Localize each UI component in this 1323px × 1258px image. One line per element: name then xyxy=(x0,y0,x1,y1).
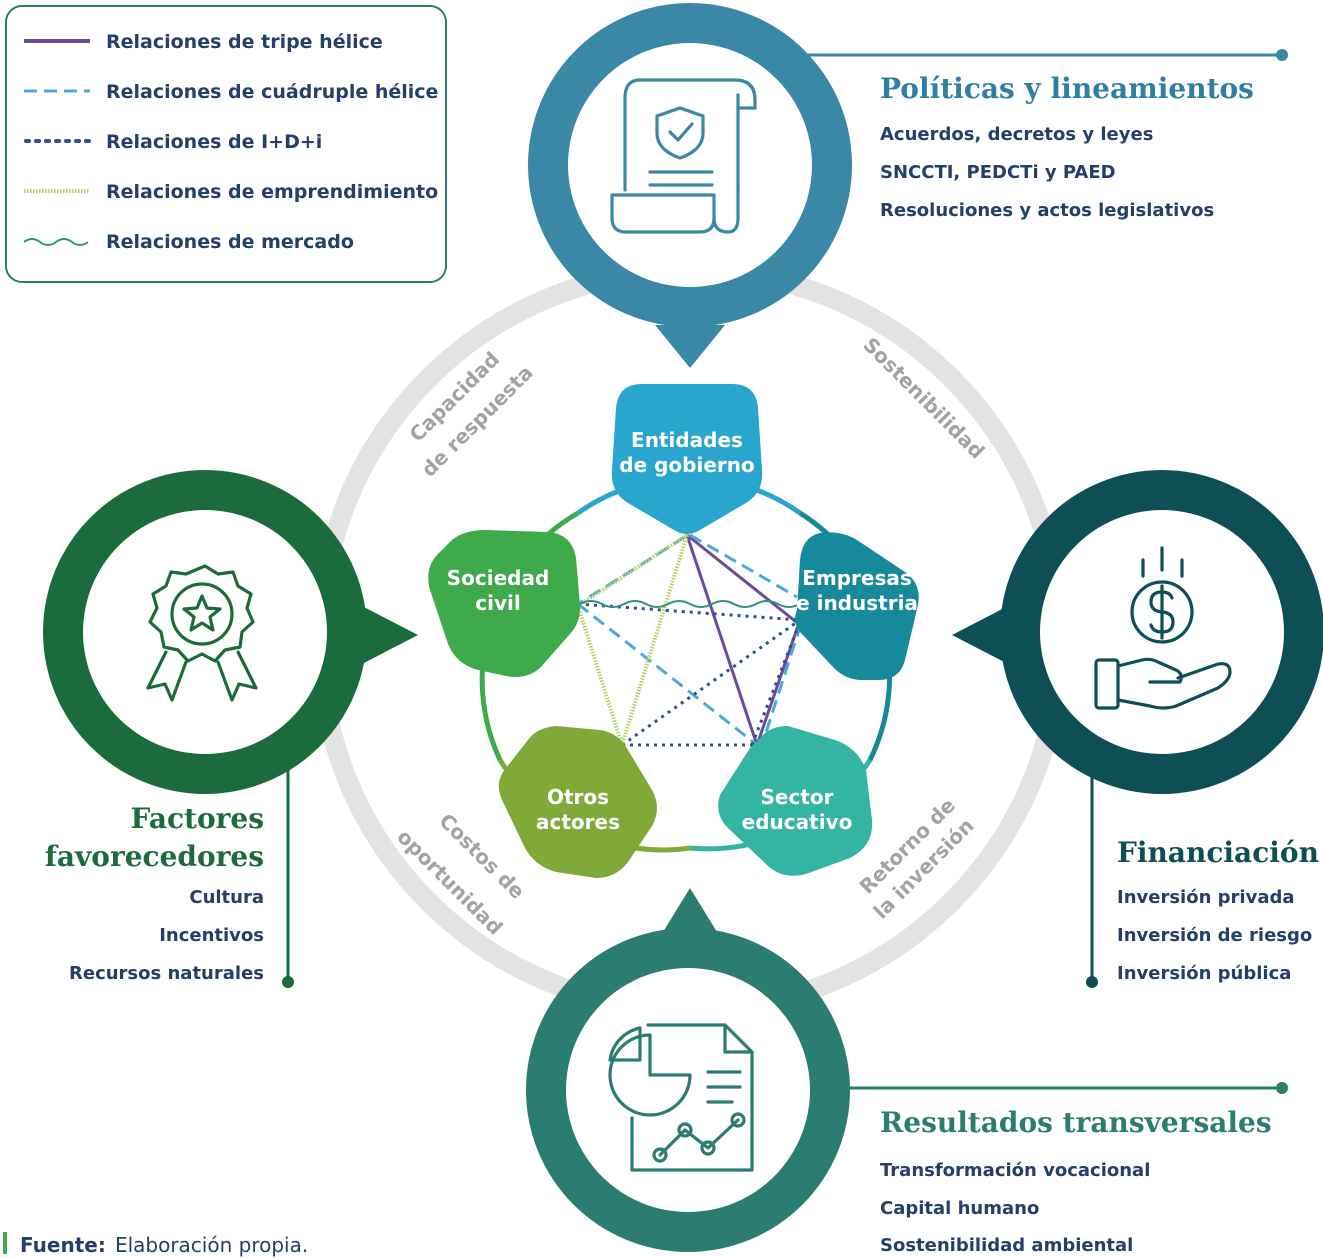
svg-text:Relaciones de mercado: Relaciones de mercado xyxy=(106,231,354,253)
svg-text:Cultura: Cultura xyxy=(189,887,264,908)
svg-text:Relaciones de cuádruple hélice: Relaciones de cuádruple hélice xyxy=(106,81,438,103)
svg-text:Sostenibilidad ambiental: Sostenibilidad ambiental xyxy=(880,1235,1133,1256)
svg-text:Relaciones de tripe hélice: Relaciones de tripe hélice xyxy=(106,31,383,53)
legend-item-idi: Relaciones de I+D+i xyxy=(24,131,322,153)
svg-text:Relaciones de I+D+i: Relaciones de I+D+i xyxy=(106,131,322,153)
svg-text:Inversión de riesgo: Inversión de riesgo xyxy=(1117,925,1312,946)
relation-triple-empresas-educativo xyxy=(755,619,802,746)
bubble-financiacion xyxy=(952,470,1323,988)
relation-lines xyxy=(576,533,809,747)
svg-text:Recursos naturales: Recursos naturales xyxy=(69,963,264,984)
bubble-resultados xyxy=(526,888,1288,1252)
relation-quad-gobierno-empresas xyxy=(689,533,798,599)
node-educativo: Sector educativo xyxy=(718,726,873,876)
svg-text:Inversión privada: Inversión privada xyxy=(1117,887,1295,908)
svg-text:Entidades: Entidades xyxy=(631,428,743,452)
svg-text:Empresas: Empresas xyxy=(802,566,912,590)
relation-empr-sociedad-otros xyxy=(576,605,624,746)
relation-empr-gobierno-otros xyxy=(620,534,689,746)
bubble-politicas xyxy=(528,3,1288,368)
relation-empr-gobierno-sociedad xyxy=(576,533,689,608)
legend: Relaciones de tripe hélice Relaciones de… xyxy=(5,5,447,283)
bubble-factores xyxy=(43,470,418,988)
hand-coin-icon xyxy=(1094,546,1232,710)
relation-mercado-sociedad-empresas xyxy=(579,600,801,608)
svg-text:Acuerdos, decretos y leyes: Acuerdos, decretos y leyes xyxy=(880,124,1153,145)
relation-idi-sociedad-empresas xyxy=(577,602,801,622)
svg-text:favorecedores: favorecedores xyxy=(45,840,264,873)
document-shield-icon xyxy=(610,78,757,234)
svg-text:Inversión pública: Inversión pública xyxy=(1117,963,1291,984)
svg-text:Relaciones de emprendimiento: Relaciones de emprendimiento xyxy=(106,181,438,203)
legend-item-emprendimiento: Relaciones de emprendimiento xyxy=(24,181,438,203)
relation-idi-educativo-empresas xyxy=(750,621,802,746)
svg-text:Resoluciones y actos legislati: Resoluciones y actos legislativos xyxy=(880,200,1214,221)
svg-text:Transformación vocacional: Transformación vocacional xyxy=(880,1160,1150,1181)
relation-idi-otros-empresas xyxy=(621,618,801,747)
ring-label-capacidad: Capacidad de respuesta xyxy=(405,347,538,482)
factores-title: Factores xyxy=(131,802,264,835)
svg-text:e industria: e industria xyxy=(796,591,918,615)
legend-item-triple: Relaciones de tripe hélice xyxy=(24,31,383,53)
relation-quad-sociedad-educativo xyxy=(577,602,758,747)
legend-item-cuadruple: Relaciones de cuádruple hélice xyxy=(24,81,438,103)
politicas-title: Políticas y lineamientos xyxy=(880,72,1254,105)
svg-text:civil: civil xyxy=(475,591,520,615)
relation-triple-gobierno-educativo xyxy=(685,534,759,746)
node-empresas: Empresas e industria xyxy=(795,532,919,680)
svg-text:SNCCTI, PEDCTi y PAED: SNCCTI, PEDCTi y PAED xyxy=(880,162,1116,183)
svg-text:de gobierno: de gobierno xyxy=(619,453,754,477)
source-text: Fuente: Elaboración propia. xyxy=(20,1233,308,1257)
node-sociedad: Sociedad civil xyxy=(428,530,581,677)
relation-triple-gobierno-empresas xyxy=(686,533,801,627)
relation-quad-gobierno-sociedad xyxy=(577,535,686,606)
svg-text:Sociedad: Sociedad xyxy=(447,566,550,590)
legend-item-mercado: Relaciones de mercado xyxy=(23,231,354,253)
section-resultados: Resultados transversales Transformación … xyxy=(880,1106,1272,1256)
svg-text:Sector: Sector xyxy=(761,785,834,809)
award-badge-icon xyxy=(146,564,258,702)
node-otros: Otros actores xyxy=(498,726,657,878)
section-financiacion: Financiación Inversión privada Inversión… xyxy=(1117,836,1319,984)
source-note: Fuente: Elaboración propia. xyxy=(3,1232,308,1257)
node-gobierno: Entidades de gobierno xyxy=(611,384,763,534)
svg-text:Otros: Otros xyxy=(547,785,609,809)
report-chart-icon xyxy=(608,1023,754,1172)
section-factores: Factores favorecedores Cultura Incentivo… xyxy=(45,802,264,984)
svg-text:Incentivos: Incentivos xyxy=(159,925,264,946)
svg-text:Capital humano: Capital humano xyxy=(880,1198,1039,1219)
section-politicas: Políticas y lineamientos Acuerdos, decre… xyxy=(880,72,1254,221)
svg-text:educativo: educativo xyxy=(742,810,853,834)
resultados-title: Resultados transversales xyxy=(880,1106,1272,1139)
svg-text:actores: actores xyxy=(536,810,620,834)
financiacion-title: Financiación xyxy=(1117,836,1319,869)
